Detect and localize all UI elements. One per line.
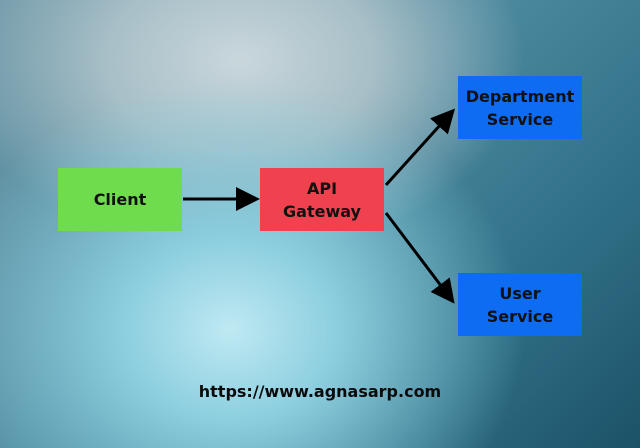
arrow-gateway-to-user-service [384, 212, 455, 304]
arrow-gateway-to-department-service [384, 108, 456, 187]
client-node: Client [58, 168, 182, 231]
api-gateway-node: API Gateway [260, 168, 384, 231]
department-service-node: Department Service [458, 76, 582, 139]
website-url: https://www.agnasarp.com [198, 382, 442, 401]
user-service-node: User Service [458, 273, 582, 336]
